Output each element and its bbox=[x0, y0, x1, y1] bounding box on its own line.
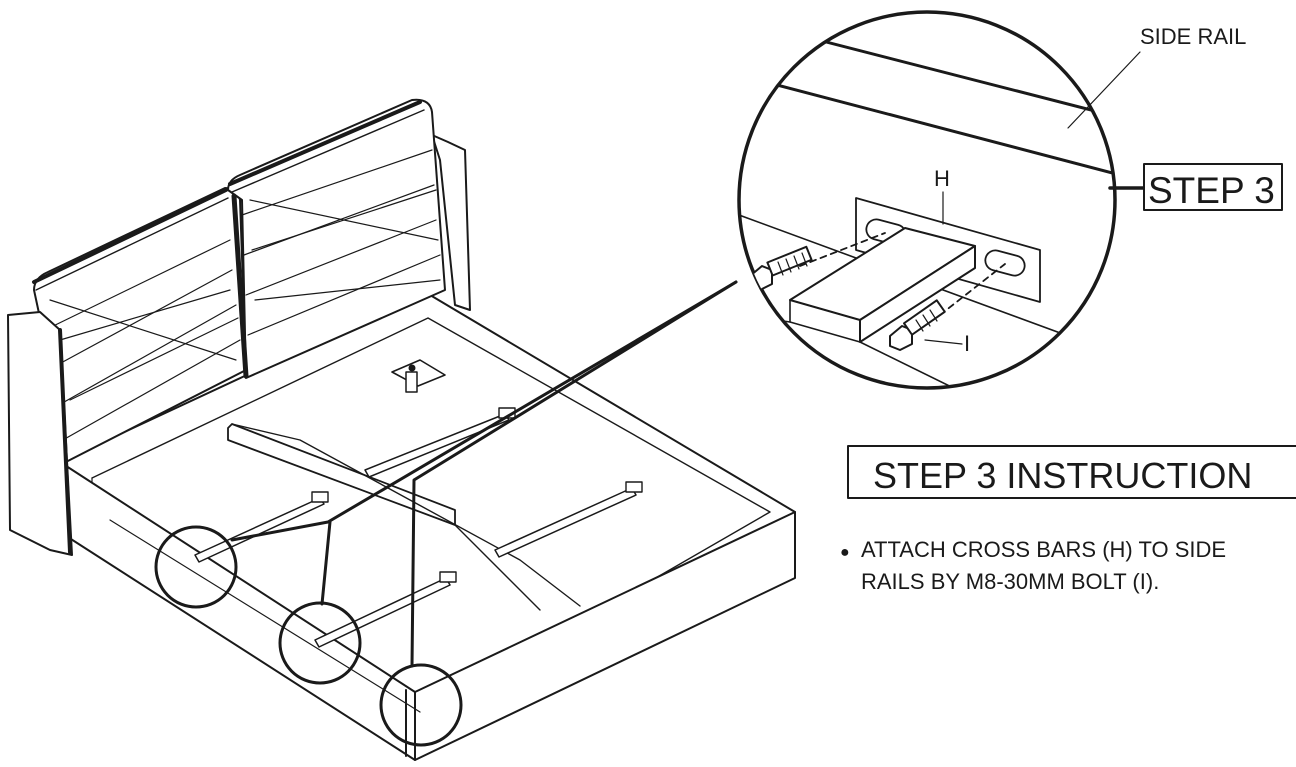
detail-view bbox=[739, 23, 1115, 388]
center-leg bbox=[391, 359, 446, 393]
instruction-line-2: RAILS BY M8-30MM BOLT (I). bbox=[861, 569, 1159, 594]
cross-bars bbox=[194, 413, 637, 648]
instruction-heading-box bbox=[847, 445, 1296, 499]
brackets bbox=[311, 407, 643, 583]
instruction-bullet: ● bbox=[840, 544, 850, 561]
side-rail-label: SIDE RAIL bbox=[1140, 24, 1246, 49]
step-badge: STEP 3 bbox=[1148, 170, 1275, 211]
headboard bbox=[32, 98, 471, 466]
bed-frame bbox=[7, 98, 796, 761]
cross-bar-h-label: H bbox=[934, 166, 950, 191]
leader-lines bbox=[230, 280, 738, 668]
step-badge-box bbox=[1143, 163, 1283, 211]
bolt-i-lower bbox=[889, 299, 946, 351]
bolt-i-upper bbox=[749, 245, 813, 291]
bolt-i-label: I bbox=[964, 331, 970, 356]
instruction-line-1: ATTACH CROSS BARS (H) TO SIDE bbox=[861, 537, 1226, 562]
callout-circles bbox=[154, 525, 463, 747]
instruction-heading: STEP 3 INSTRUCTION bbox=[873, 455, 1252, 496]
